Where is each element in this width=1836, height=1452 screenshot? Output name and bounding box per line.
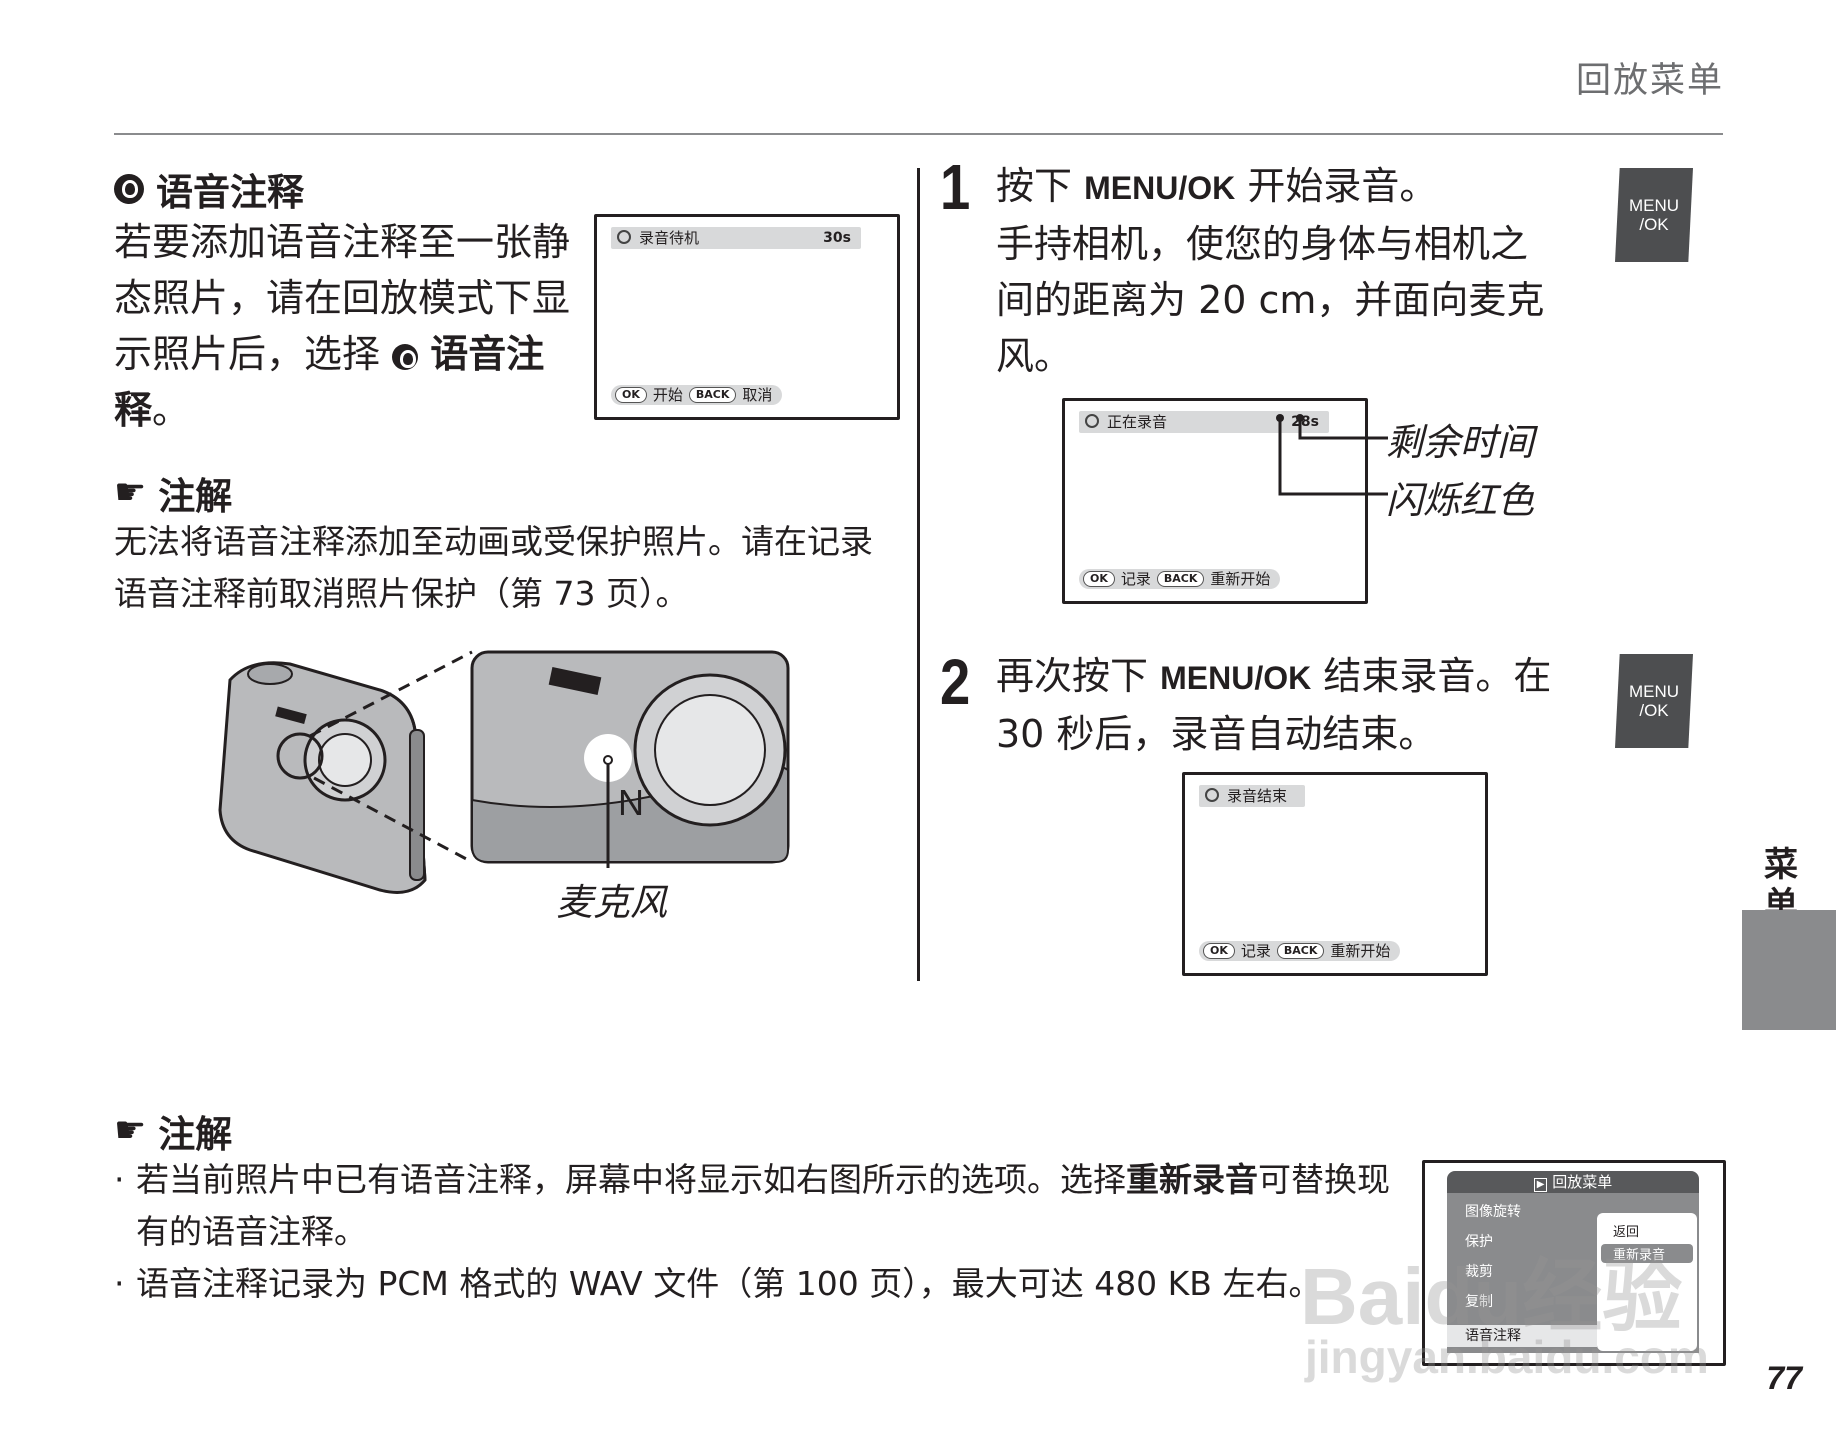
playback-icon: ▶ xyxy=(1533,1178,1548,1192)
screen-record-standby: 录音待机 30s OK 开始 BACK 取消 xyxy=(594,214,900,420)
screen-footer: OK 记录 BACK 重新开始 xyxy=(1079,569,1281,589)
bottom-note-list: · 若当前照片中已有语音注释，屏幕中将显示如右图所示的选项。选择重新录音可替换现… xyxy=(114,1154,1404,1310)
back-badge: BACK xyxy=(1156,571,1205,587)
step-1-pre: 按下 xyxy=(996,164,1073,208)
step-1-number: 1 xyxy=(940,151,971,223)
popup-item-selected: 重新录音 xyxy=(1601,1244,1693,1263)
camera-illustration: N xyxy=(218,650,790,894)
bottom-note-bullet: · 语音注释记录为 PCM 格式的 WAV 文件（第 100 页），最大可达 4… xyxy=(114,1258,1404,1310)
bottom-note-title-text: 注解 xyxy=(158,1113,233,1156)
watermark-url: jingyan.baidu.com xyxy=(1305,1331,1709,1383)
menu-item: 复制 xyxy=(1465,1294,1493,1310)
voice-memo-icon xyxy=(392,343,419,370)
section-title-text: 语音注释 xyxy=(156,171,304,214)
ok-badge: OK xyxy=(1083,571,1115,587)
remaining-time-callout: 剩余时间 xyxy=(1386,421,1534,464)
pointing-hand-icon: ☛ xyxy=(114,1110,147,1151)
menu-ok-key-label: MENU/OK xyxy=(1160,660,1312,696)
bullet1-pre: 若当前照片中已有语音注释，屏幕中将显示如右图所示的选项。选择 xyxy=(136,1160,1126,1199)
menu-item-selected: 语音注释 xyxy=(1447,1325,1597,1347)
menu-ok-line1: MENU xyxy=(1628,196,1680,215)
screen-title: 录音待机 xyxy=(639,229,700,247)
screen-playback-menu: ▶ 回放菜单 图像旋转 保护 裁剪 复制 语音注释 返回 重新录音 xyxy=(1422,1160,1726,1366)
bottom-note-title: ☛ 注解 xyxy=(114,1104,232,1158)
step-2-pre: 再次按下 xyxy=(996,654,1149,698)
menu-title-bar: ▶ 回放菜单 xyxy=(1447,1171,1699,1193)
step-2-post: 结束录音。在 30 秒后，录音自动结束。 xyxy=(996,654,1552,756)
side-tab-block xyxy=(1742,910,1836,1030)
pointing-hand-icon: ☛ xyxy=(114,472,147,513)
bottom-note-bullet: · 若当前照片中已有语音注释，屏幕中将显示如右图所示的选项。选择重新录音可替换现… xyxy=(114,1160,1390,1251)
back-badge: BACK xyxy=(688,387,737,403)
ok-label: 记录 xyxy=(1240,942,1271,960)
screen-title-bar: 正在录音 28s xyxy=(1079,411,1329,433)
step-1-body: 手持相机，使您的身体与相机之间的距离为 20 cm，并面向麦克风。 xyxy=(996,222,1545,378)
voice-memo-icon xyxy=(114,174,144,204)
menu-ok-line2: /OK xyxy=(1639,215,1669,234)
popup-item: 返回 xyxy=(1613,1225,1640,1240)
step-2-number: 2 xyxy=(940,646,971,718)
screen-footer: OK 开始 BACK 取消 xyxy=(611,385,783,405)
screen-record-finished: 录音结束 OK 记录 BACK 重新开始 xyxy=(1182,772,1488,976)
screen-title-bar: 录音待机 30s xyxy=(611,227,861,249)
menu-list: 图像旋转 保护 裁剪 复制 语音注释 返回 重新录音 xyxy=(1447,1193,1699,1353)
step-1-post: 开始录音。 xyxy=(1247,164,1438,208)
menu-ok-line2: /OK xyxy=(1639,701,1669,720)
menu-item: 裁剪 xyxy=(1465,1264,1493,1280)
menu-popup: 返回 重新录音 xyxy=(1597,1213,1697,1351)
voice-memo-icon xyxy=(617,230,631,244)
back-label: 重新开始 xyxy=(1210,570,1271,588)
blink-red-callout: 闪烁红色 xyxy=(1386,479,1534,522)
menu-item: 图像旋转 xyxy=(1465,1204,1521,1220)
menu-item: 保护 xyxy=(1465,1234,1493,1250)
menu-ok-key-label: MENU/OK xyxy=(1084,170,1236,206)
back-label: 重新开始 xyxy=(1330,942,1391,960)
ok-label: 记录 xyxy=(1120,570,1151,588)
voice-memo-icon xyxy=(1205,788,1219,802)
header-title: 回放菜单 xyxy=(1575,61,1724,101)
screen-title: 录音结束 xyxy=(1227,787,1288,805)
ok-badge: OK xyxy=(615,387,647,403)
ok-badge: OK xyxy=(1203,943,1235,959)
voice-memo-icon xyxy=(1085,414,1099,428)
intro-end: 。 xyxy=(152,388,191,432)
microphone-callout: 麦克风 xyxy=(556,881,667,924)
menu-title: 回放菜单 xyxy=(1552,1173,1613,1191)
header-rule xyxy=(114,133,1723,135)
screen-title-bar: 录音结束 xyxy=(1199,785,1305,807)
note-text: 无法将语音注释添加至动画或受保护照片。请在记录语音注释前取消照片保护（第 73 … xyxy=(114,522,873,613)
intro-paragraph: 若要添加语音注释至一张静态照片，请在回放模式下显示照片后，选择 语音注释。 xyxy=(114,214,574,438)
menu-ok-button-icon: MENU /OK xyxy=(1615,168,1693,262)
ok-label: 开始 xyxy=(652,386,683,404)
back-label: 取消 xyxy=(742,386,773,404)
svg-text:N: N xyxy=(618,782,644,823)
callout-leader-lines xyxy=(1276,414,1388,496)
step-1-text: 按下 MENU/OK 开始录音。 手持相机，使您的身体与相机之间的距离为 20 … xyxy=(996,158,1556,384)
menu-ok-line1: MENU xyxy=(1628,682,1680,701)
note-title: ☛ 注解 xyxy=(114,466,232,520)
intro-target: 语音注释 xyxy=(114,332,545,432)
step-2-text: 再次按下 MENU/OK 结束录音。在 30 秒后，录音自动结束。 xyxy=(996,648,1556,762)
menu-ok-button-icon: MENU /OK xyxy=(1615,654,1693,748)
screen-time: 30s xyxy=(823,230,851,246)
bullet1-bold: 重新录音 xyxy=(1126,1160,1258,1199)
bullet2-text: 语音注释记录为 PCM 格式的 WAV 文件（第 100 页），最大可达 480… xyxy=(136,1264,1322,1303)
screen-footer: OK 记录 BACK 重新开始 xyxy=(1199,941,1401,961)
bullet1-post: 可替换现有的语音注释。 xyxy=(136,1160,1390,1251)
section-title: 语音注释 xyxy=(114,162,304,216)
note-title-text: 注解 xyxy=(158,475,233,518)
intro-text: 若要添加语音注释至一张静态照片，请在回放模式下显示照片后，选择 xyxy=(114,220,571,376)
page-number: 77 xyxy=(1766,1360,1802,1396)
screen-title: 正在录音 xyxy=(1107,413,1168,431)
screen-recording: 正在录音 28s OK 记录 BACK 重新开始 xyxy=(1062,398,1368,604)
column-divider xyxy=(917,168,920,981)
back-badge: BACK xyxy=(1276,943,1325,959)
watermark-logo: Baidu经验 xyxy=(1300,1252,1683,1341)
